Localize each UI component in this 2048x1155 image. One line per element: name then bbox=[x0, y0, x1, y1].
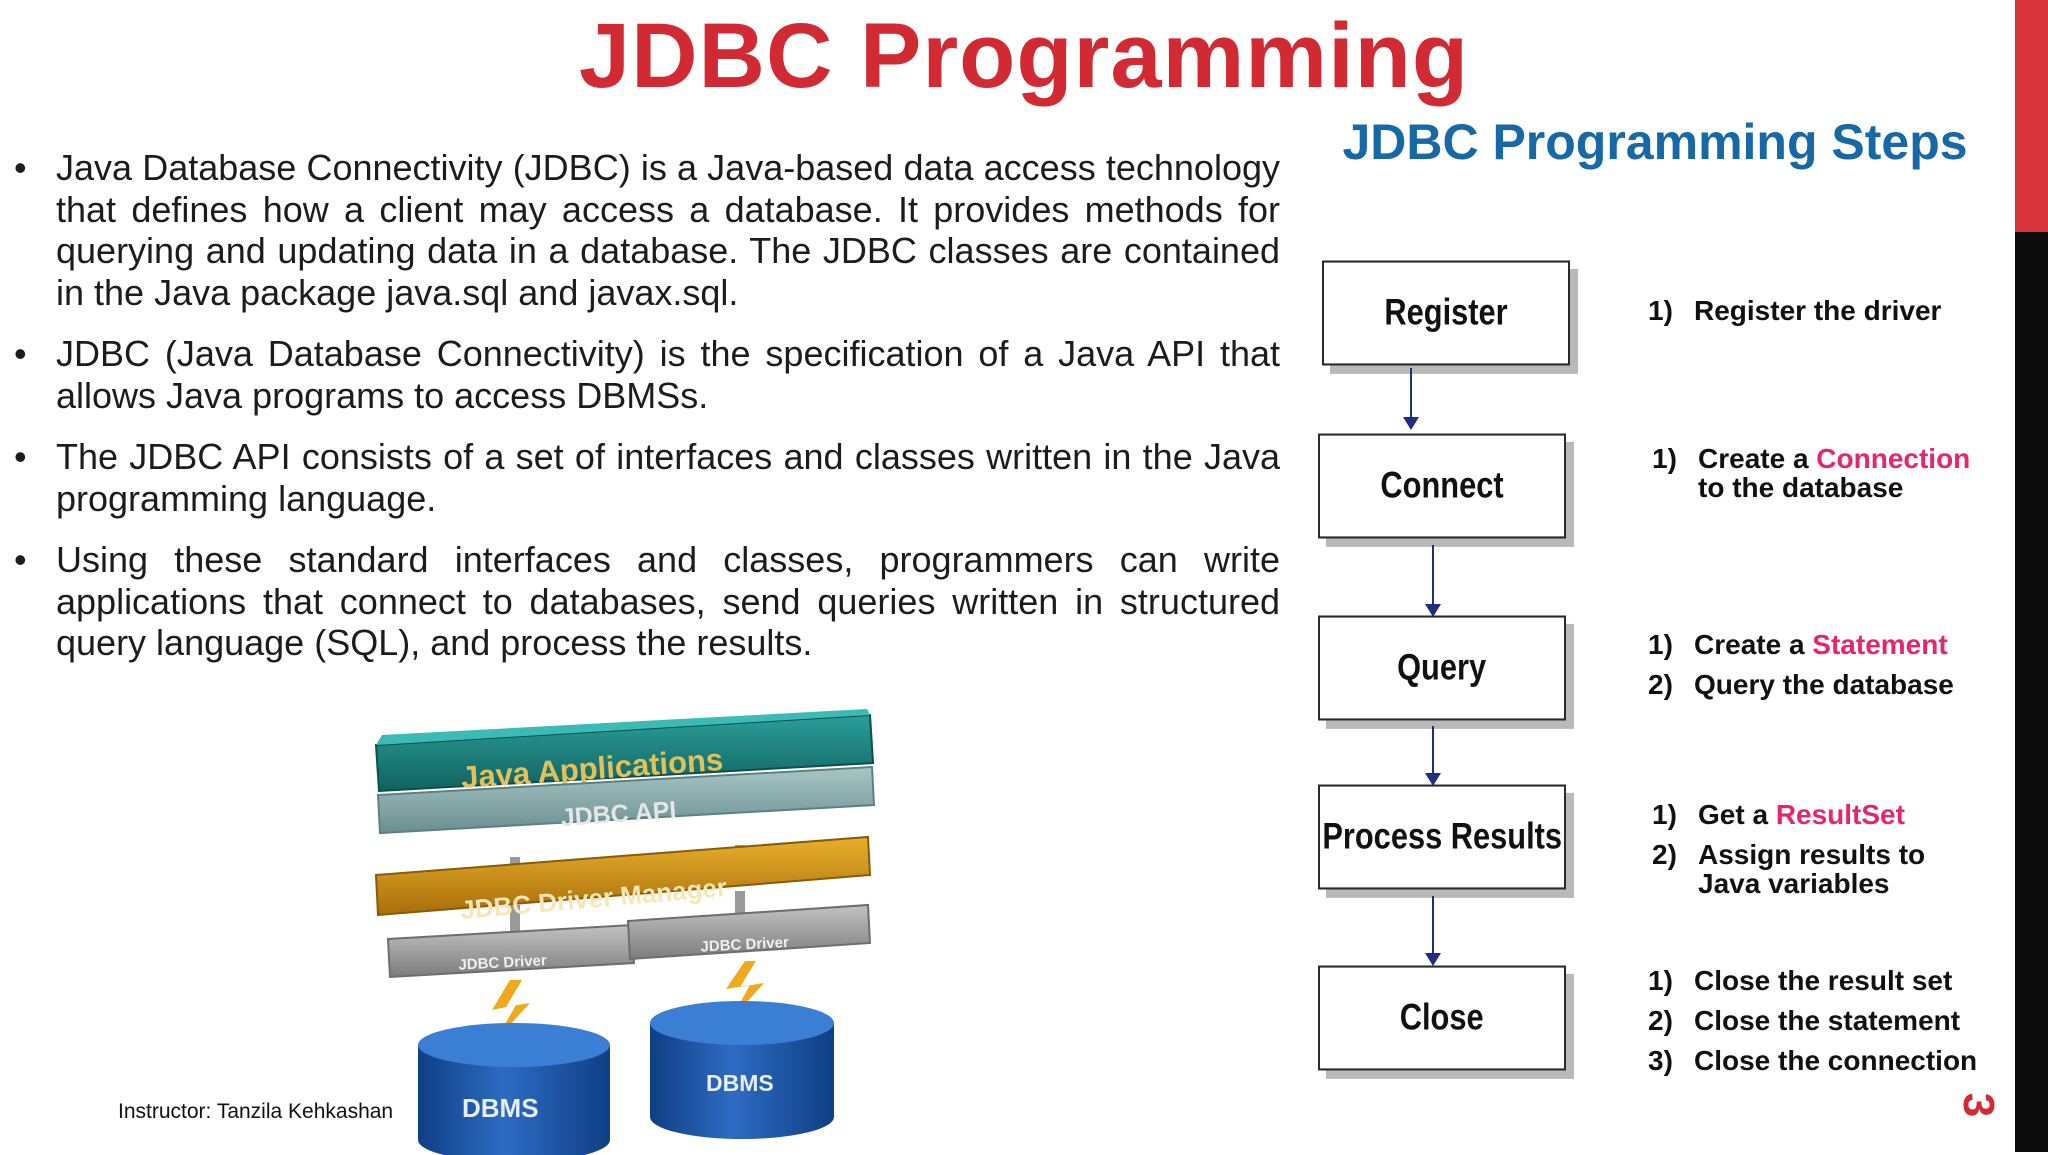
query-description: 1) Create a Statement 2) Query the datab… bbox=[1648, 630, 1988, 710]
description-line: 2) Query the database bbox=[1648, 670, 1988, 699]
driver-left-label: JDBC Driver bbox=[458, 952, 547, 974]
description-text: Create a bbox=[1698, 443, 1809, 474]
description-text: Create a bbox=[1694, 629, 1805, 660]
bullet-text: JDBC (Java Database Connectivity) is the… bbox=[56, 333, 1280, 416]
bullet-text: The JDBC API consists of a set of interf… bbox=[56, 436, 1280, 519]
bullet-list: • Java Database Connectivity (JDBC) is a … bbox=[10, 147, 1280, 684]
bullet-item: • JDBC (Java Database Connectivity) is th… bbox=[10, 333, 1280, 416]
list-number: 2) bbox=[1648, 669, 1673, 700]
description-text: Get a bbox=[1698, 799, 1769, 830]
step-label: Connect bbox=[1380, 465, 1504, 506]
description-line: 1) Create a Statement bbox=[1648, 630, 1988, 659]
step-label: Close bbox=[1400, 997, 1484, 1038]
lightning-bolt-icon bbox=[726, 961, 764, 1021]
description-text: Assign results to Java variables bbox=[1698, 839, 1926, 899]
description-line: 1) Create a Connection to the database bbox=[1652, 444, 1982, 502]
lightning-bolt-icon bbox=[492, 980, 530, 1040]
page-number: 3 bbox=[1954, 1092, 2004, 1118]
connector-post bbox=[735, 891, 745, 923]
bullet-item: • Using these standard interfaces and cla… bbox=[10, 539, 1280, 664]
description-line: 1) Register the driver bbox=[1648, 296, 1978, 325]
bullet-text: Java Database Connectivity (JDBC) is a J… bbox=[56, 147, 1280, 313]
highlight-term: Statement bbox=[1812, 629, 1948, 660]
register-description: 1) Register the driver bbox=[1648, 296, 1978, 336]
flow-arrow-icon bbox=[1403, 368, 1419, 430]
close-description: 1) Close the result set 2) Close the sta… bbox=[1648, 966, 1998, 1086]
list-number: 1) bbox=[1652, 799, 1677, 830]
step-box-process-results: Process Results bbox=[1318, 784, 1566, 890]
list-number: 2) bbox=[1652, 839, 1677, 870]
dbms-cylinder-right: DBMS bbox=[650, 1001, 834, 1139]
list-number: 1) bbox=[1652, 443, 1677, 474]
jdbc-api-layer: JDBC API bbox=[376, 765, 876, 835]
bullet-dot-icon: • bbox=[14, 539, 27, 580]
process-results-description: 1) Get a ResultSet 2) Assign results to … bbox=[1652, 800, 1972, 909]
description-line: 2) Assign results to Java variables bbox=[1652, 840, 1972, 898]
flow-arrow-icon bbox=[1425, 896, 1441, 966]
slide-title: JDBC Programming bbox=[578, 5, 1470, 107]
description-line: 1) Close the result set bbox=[1648, 966, 1998, 995]
dbms-left-label: DBMS bbox=[462, 1093, 539, 1123]
step-box-register: Register bbox=[1322, 260, 1570, 366]
flow-arrow-icon bbox=[1425, 545, 1441, 617]
bullet-dot-icon: • bbox=[14, 147, 27, 188]
edge-accent-bar-black bbox=[2015, 232, 2048, 1152]
description-text: Close the result set bbox=[1694, 965, 1953, 996]
description-text: Close the statement bbox=[1694, 1005, 1961, 1036]
description-line: 1) Get a ResultSet bbox=[1652, 800, 1972, 829]
jdbc-driver-right: JDBC Driver bbox=[626, 903, 872, 961]
instructor-footer: Instructor: Tanzila Kehkashan bbox=[118, 1100, 394, 1123]
list-number: 2) bbox=[1648, 1005, 1673, 1036]
description-line: 2) Close the statement bbox=[1648, 1006, 1998, 1035]
bullet-dot-icon: • bbox=[14, 436, 27, 477]
step-box-query: Query bbox=[1318, 615, 1566, 721]
bullet-dot-icon: • bbox=[14, 333, 27, 374]
edge-accent-bar-red bbox=[2015, 0, 2048, 232]
step-label: Process Results bbox=[1322, 816, 1562, 857]
connect-description: 1) Create a Connection to the database bbox=[1652, 444, 1982, 513]
list-number: 3) bbox=[1648, 1045, 1673, 1076]
description-text: Register the driver bbox=[1694, 295, 1942, 326]
steps-title: JDBC Programming Steps bbox=[1342, 114, 1968, 170]
description-text: Query the database bbox=[1694, 669, 1954, 700]
description-text: to the database bbox=[1698, 472, 1904, 503]
flow-arrow-icon bbox=[1425, 726, 1441, 786]
list-number: 1) bbox=[1648, 295, 1673, 326]
list-number: 1) bbox=[1648, 965, 1673, 996]
jdbc-driver-left: JDBC Driver bbox=[386, 923, 636, 979]
step-box-connect: Connect bbox=[1318, 433, 1566, 539]
description-line: 3) Close the connection bbox=[1648, 1046, 1998, 1075]
bullet-item: • Java Database Connectivity (JDBC) is a … bbox=[10, 147, 1280, 313]
highlight-term: Connection bbox=[1816, 443, 1971, 474]
highlight-term: ResultSet bbox=[1775, 799, 1905, 830]
bullet-text: Using these standard interfaces and clas… bbox=[56, 539, 1280, 663]
description-text: Close the connection bbox=[1694, 1045, 1978, 1076]
connector-post bbox=[510, 905, 520, 935]
dbms-cylinder-left: DBMS bbox=[418, 1023, 610, 1155]
step-label: Query bbox=[1397, 647, 1487, 688]
dbms-right-label: DBMS bbox=[706, 1070, 774, 1096]
driver-right-label: JDBC Driver bbox=[700, 934, 789, 956]
list-number: 1) bbox=[1648, 629, 1673, 660]
bullet-item: • The JDBC API consists of a set of inter… bbox=[10, 436, 1280, 519]
step-box-close: Close bbox=[1318, 965, 1566, 1071]
jdbc-architecture-diagram: Java Applications JDBC API JDBC Driver M… bbox=[374, 709, 876, 1155]
step-label: Register bbox=[1384, 292, 1508, 333]
